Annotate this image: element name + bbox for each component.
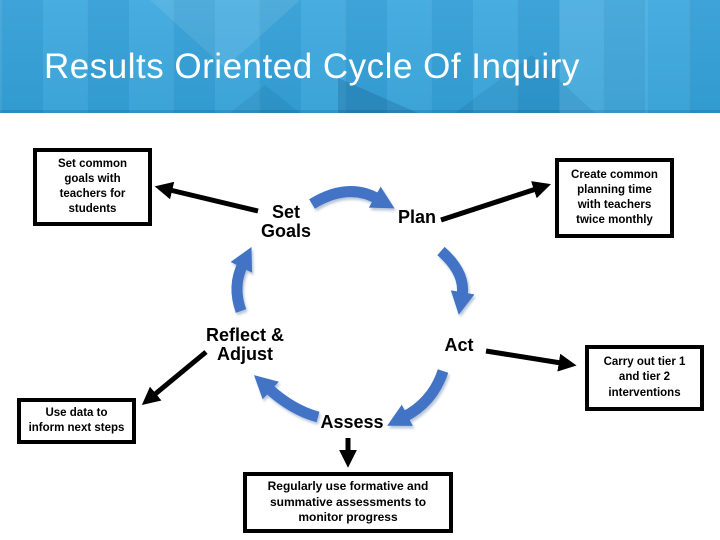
- slide-title: Results Oriented Cycle Of Inquiry: [44, 47, 580, 86]
- header-texture-triangle: [230, 85, 300, 113]
- callout-use-data: Use data to inform next steps: [17, 398, 136, 444]
- cycle-arrow-act-to-assess: [387, 369, 449, 426]
- connector-arrow-to-create-common-planning: [440, 181, 551, 223]
- callout-create-common-planning: Create common planning time with teacher…: [555, 158, 674, 238]
- title-band: Results Oriented Cycle Of Inquiry: [0, 0, 720, 113]
- cycle-step-act: Act: [444, 335, 474, 355]
- cycle-step-plan: Plan: [397, 207, 436, 227]
- cycle-arrow-plan-to-act: [437, 246, 475, 315]
- cycle-step-set-goals: Set Goals: [260, 202, 312, 242]
- callout-monitor-progress: Regularly use formative and summative as…: [243, 472, 453, 533]
- callout-set-common-goals: Set common goals with teachers for stude…: [33, 148, 152, 226]
- cycle-step-assess: Assess: [320, 412, 384, 432]
- connector-arrow-to-carry-out-tiers: [485, 348, 577, 372]
- callout-carry-out-tiers: Carry out tier 1 and tier 2 intervention…: [585, 345, 704, 411]
- cycle-step-reflect-adjust: Reflect & Adjust: [205, 325, 285, 365]
- cycle-arrow-reflect-to-set-goals: [230, 247, 253, 313]
